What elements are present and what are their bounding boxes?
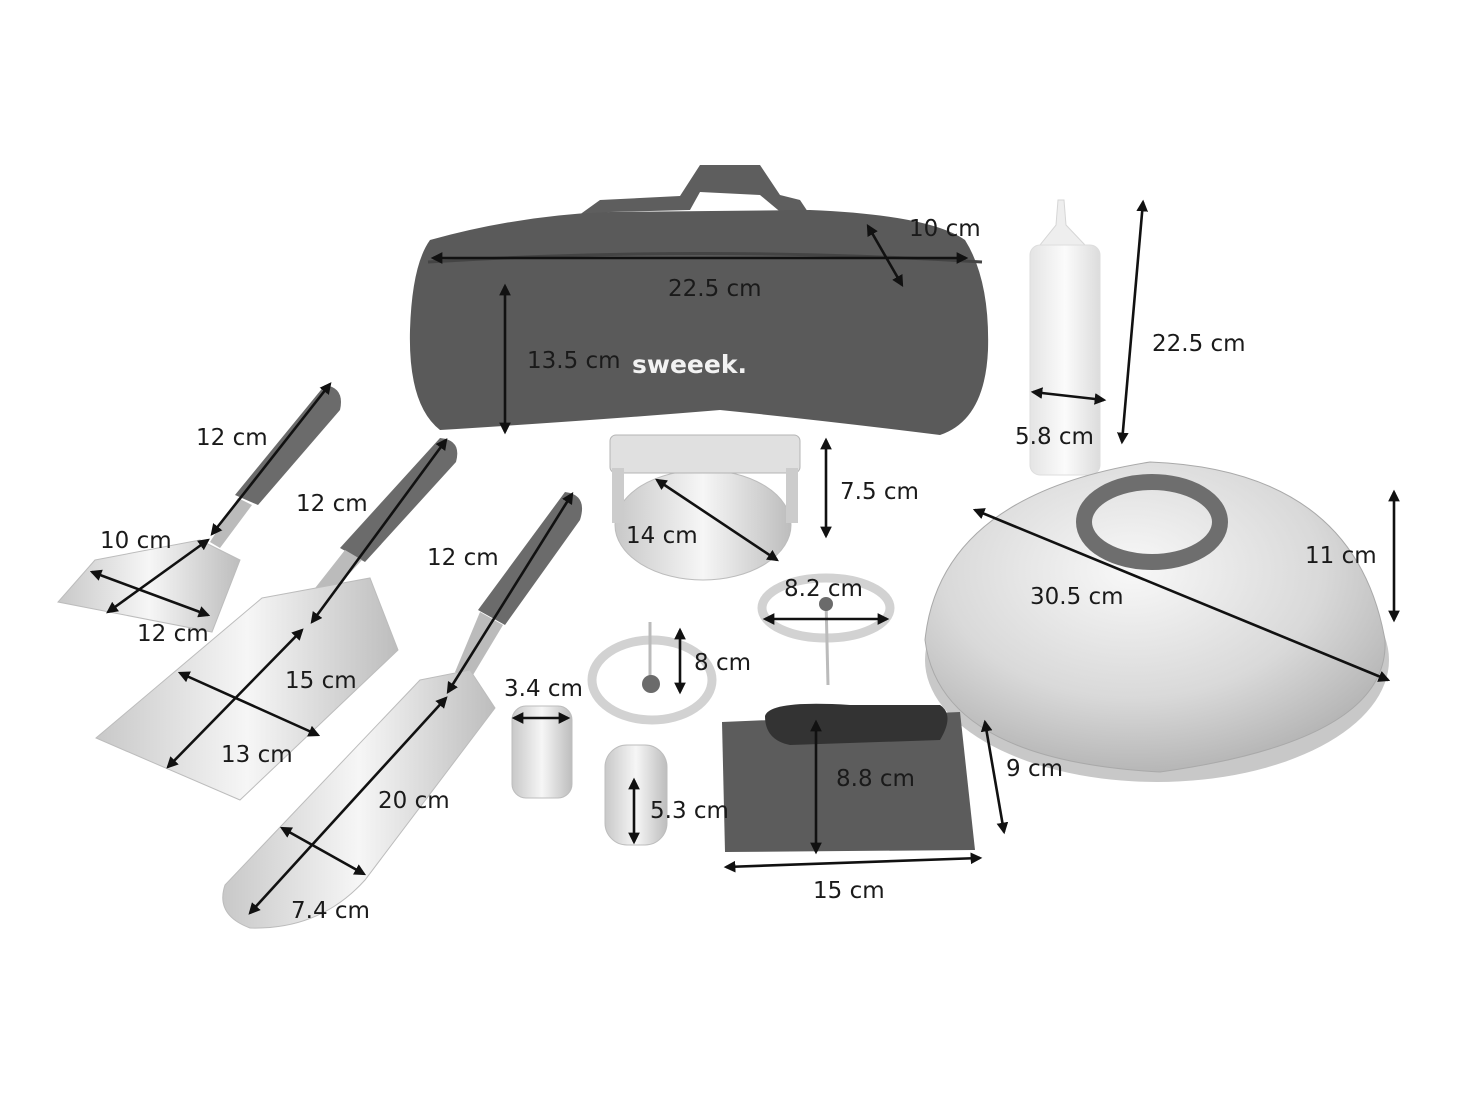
arrow-dome-lid-diameter [972,508,1391,682]
label-scraper-width: 15 cm [813,878,885,904]
label-small-spatula-handle: 12 cm [196,425,268,451]
arrow-bag-depth [866,223,904,288]
arrow-scraper-depth [980,719,1009,835]
bottle-nozzle [1038,199,1087,246]
arrow-long-spatula-width [279,826,367,876]
dimension-arrows [89,199,1400,915]
label-long-spatula-width: 7.4 cm [291,898,370,924]
scraper-pad [722,712,975,852]
label-long-spatula-handle: 12 cm [427,545,499,571]
brand-logo: sweeek. [632,350,747,379]
small-spatula-neck [210,498,252,548]
dome-lid-body [924,461,1386,773]
dimension-labels: 10 cm 22.5 cm 13.5 cm 22.5 cm 5.8 cm 12 … [100,216,1377,924]
small-egg-ring [587,622,717,725]
small-shaker-body [511,705,573,799]
scraper-handle [765,703,948,745]
label-long-spatula-blade: 20 cm [378,788,450,814]
label-dome-lid-height: 11 cm [1305,543,1377,569]
label-bag-height: 13.5 cm [527,348,621,374]
small-egg-ring-knob [642,675,660,693]
arrow-small-spatula-width [89,569,211,618]
label-medium-spatula-width: 13 cm [221,742,293,768]
label-large-shaker-height: 5.3 cm [650,798,729,824]
burger-press-stem-right [786,468,798,523]
label-medium-spatula-blade: 15 cm [285,668,357,694]
small-shaker [511,705,573,799]
bag-strap [575,165,810,220]
label-small-egg-ring-height: 8 cm [694,650,751,676]
label-small-spatula-width: 12 cm [137,621,209,647]
large-shaker [604,744,668,846]
arrow-burger-press-diameter [655,478,779,562]
label-scraper-depth: 9 cm [1006,756,1063,782]
label-bag-depth: 10 cm [909,216,981,242]
arrow-scraper-width [723,852,983,873]
burger-press-stem-left [612,468,624,523]
label-small-spatula-neck: 10 cm [100,528,172,554]
squeeze-bottle [1029,199,1101,476]
label-burger-press-diameter: 14 cm [626,523,698,549]
label-burger-press-height: 7.5 cm [840,479,919,505]
carry-bag: sweeek. [409,165,989,435]
label-bottle-height: 22.5 cm [1152,331,1246,357]
label-scraper-height: 8.8 cm [836,766,915,792]
arrow-bottle-height [1116,199,1149,445]
arrow-medium-spatula-handle [310,438,448,624]
arrow-small-spatula-handle [210,382,332,536]
label-dome-lid-diameter: 30.5 cm [1030,584,1124,610]
small-egg-ring-band [587,635,717,725]
label-small-shaker-width: 3.4 cm [504,676,583,702]
bottle-body [1029,244,1101,476]
burger-press-handle [609,434,801,474]
arrow-long-spatula-blade [248,696,448,915]
arrow-bottle-width [1030,387,1107,405]
large-shaker-body [604,744,668,846]
large-egg-ring-handle [824,599,830,686]
burger-press [609,434,801,581]
label-bag-length: 22.5 cm [668,276,762,302]
bag-body [409,210,989,435]
label-bottle-width: 5.8 cm [1015,424,1094,450]
arrow-long-spatula-handle [446,492,574,694]
large-egg-ring [757,573,895,686]
label-large-egg-ring-diameter: 8.2 cm [784,576,863,602]
large-egg-ring-knob [819,597,833,611]
label-medium-spatula-handle: 12 cm [296,491,368,517]
dome-lid [924,461,1389,782]
